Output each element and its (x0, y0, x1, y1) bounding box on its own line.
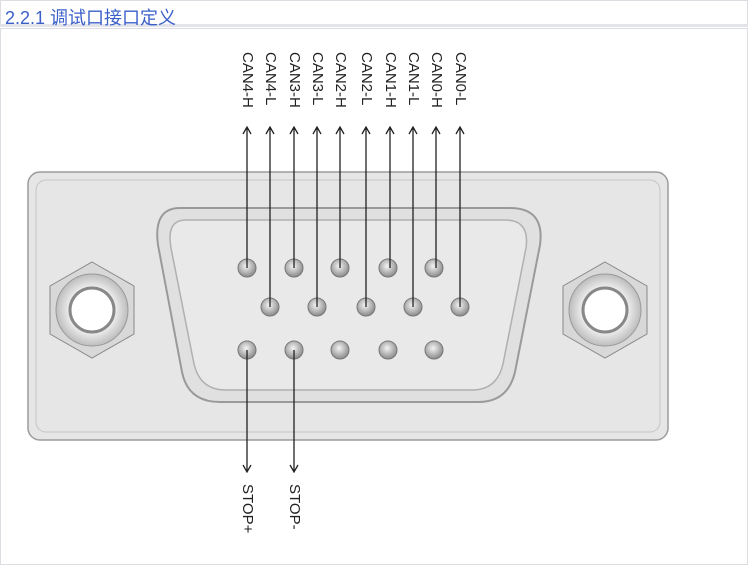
wire-arrow (265, 125, 275, 307)
pin-label: CAN0-H (428, 52, 445, 108)
pin (424, 258, 444, 278)
wire-arrow (385, 125, 395, 268)
wire-arrow (242, 350, 252, 474)
wire-arrow (408, 125, 418, 307)
pin-label: CAN1-L (405, 52, 422, 106)
pin-label: CAN1-H (382, 52, 399, 108)
pin-label: CAN2-L (358, 52, 375, 106)
wire-arrow (242, 125, 252, 268)
pin-label: CAN2-H (332, 52, 349, 108)
pin-label: CAN0-L (452, 52, 469, 106)
pin (330, 340, 350, 360)
pin-label: CAN3-H (286, 52, 303, 108)
pin-label: CAN4-H (239, 52, 256, 108)
screw-right (562, 261, 648, 359)
pin (378, 258, 398, 278)
screw-left (49, 261, 135, 359)
pin-label: STOP+ (239, 484, 256, 534)
pin (378, 340, 398, 360)
wire-arrow (335, 125, 345, 268)
wire-arrow (361, 125, 371, 307)
wire-arrow (289, 125, 299, 268)
pin-label: STOP- (286, 484, 303, 530)
wire-arrow (455, 125, 465, 307)
wire-arrow (312, 125, 322, 307)
pin-label: CAN4-L (262, 52, 279, 106)
section-title: 2.2.1 调试口接口定义 (5, 8, 177, 28)
wire-arrow (289, 350, 299, 474)
wires (242, 125, 465, 474)
section-header: 2.2.1 调试口接口定义 (0, 0, 748, 28)
pin (424, 340, 444, 360)
wire-arrow (431, 125, 441, 268)
pin-label: CAN3-L (309, 52, 326, 106)
diagram-frame (0, 28, 748, 565)
